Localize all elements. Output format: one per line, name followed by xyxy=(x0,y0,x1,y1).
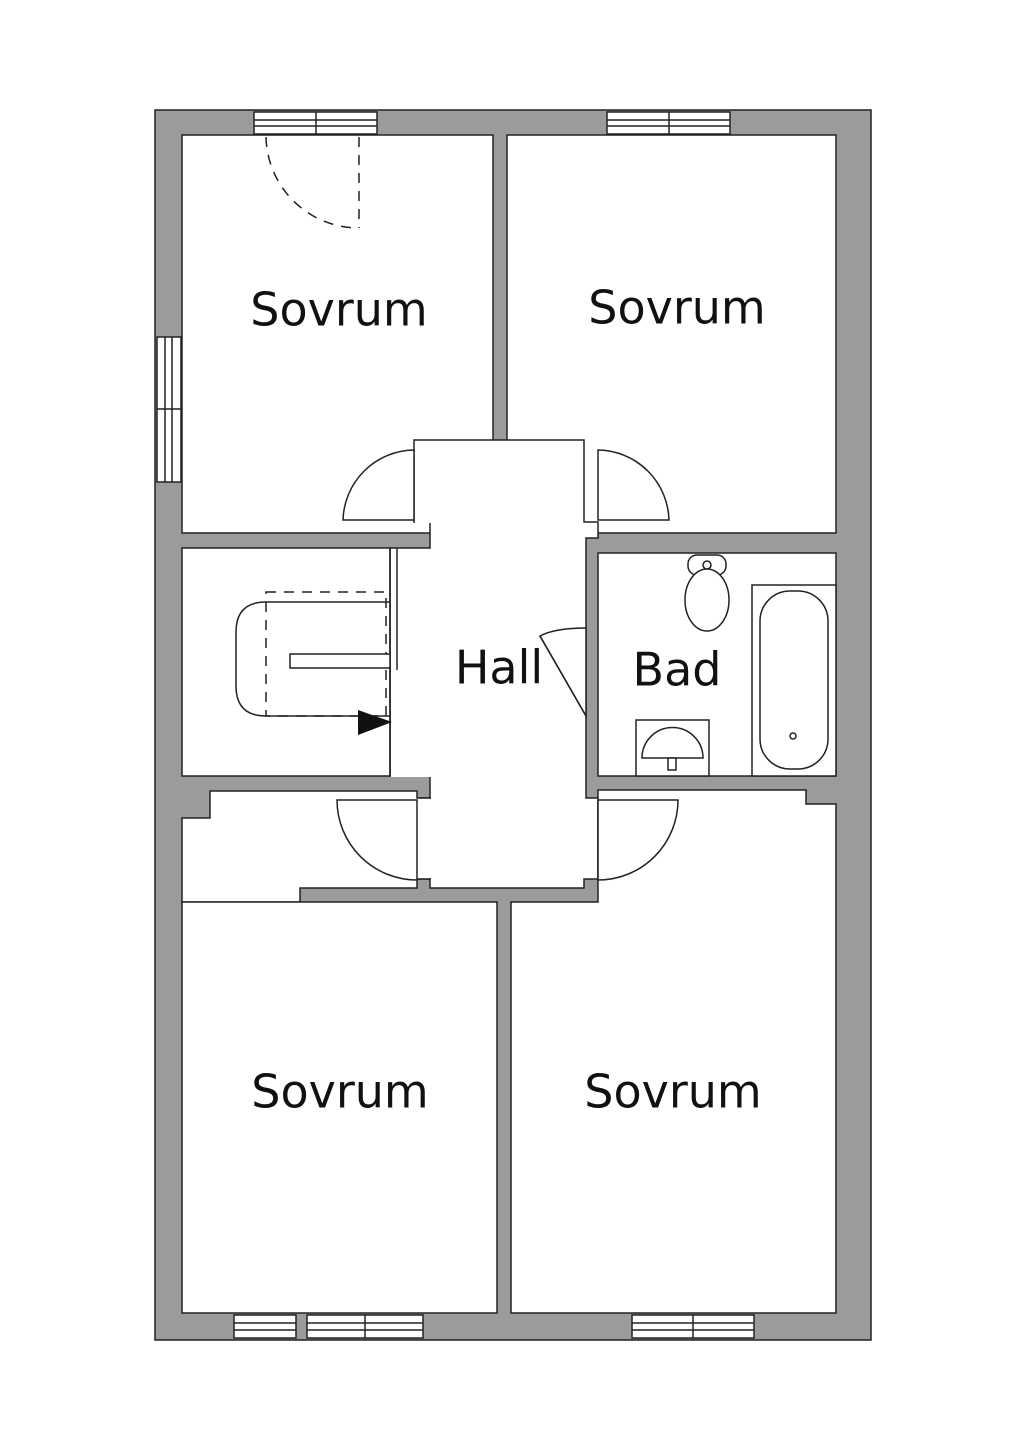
sink-icon xyxy=(635,719,710,777)
room-label-bathroom: Bad xyxy=(633,643,722,697)
room-label-bedroom-bottom-right: Sovrum xyxy=(584,1065,761,1119)
closet-floor xyxy=(183,819,299,887)
window-icon xyxy=(156,336,182,483)
room-bedroom-bottom-right xyxy=(510,789,837,1314)
toilet-icon xyxy=(684,554,730,632)
window-icon xyxy=(631,1314,755,1339)
room-label-hall: Hall xyxy=(455,641,543,695)
window-icon xyxy=(306,1314,424,1339)
bathtub-icon xyxy=(751,584,837,777)
window-icon xyxy=(606,111,731,135)
room-bedroom-bottom-left xyxy=(181,901,498,1314)
door-swing-icon xyxy=(538,627,587,719)
stair-direction-arrow-icon xyxy=(358,710,392,735)
window-icon xyxy=(233,1314,297,1339)
stair-icon xyxy=(235,548,398,776)
window-icon xyxy=(253,111,378,135)
door-swing-icon xyxy=(336,799,418,881)
hall-overlay xyxy=(391,441,597,887)
room-label-bedroom-bottom-left: Sovrum xyxy=(251,1065,428,1119)
room-label-bedroom-top-left: Sovrum xyxy=(250,283,427,337)
door-swing-icon xyxy=(342,449,415,521)
door-swing-icon xyxy=(597,449,670,521)
window-swing-icon xyxy=(265,136,360,229)
room-label-bedroom-top-right: Sovrum xyxy=(588,281,765,335)
door-swing-icon xyxy=(597,799,679,881)
